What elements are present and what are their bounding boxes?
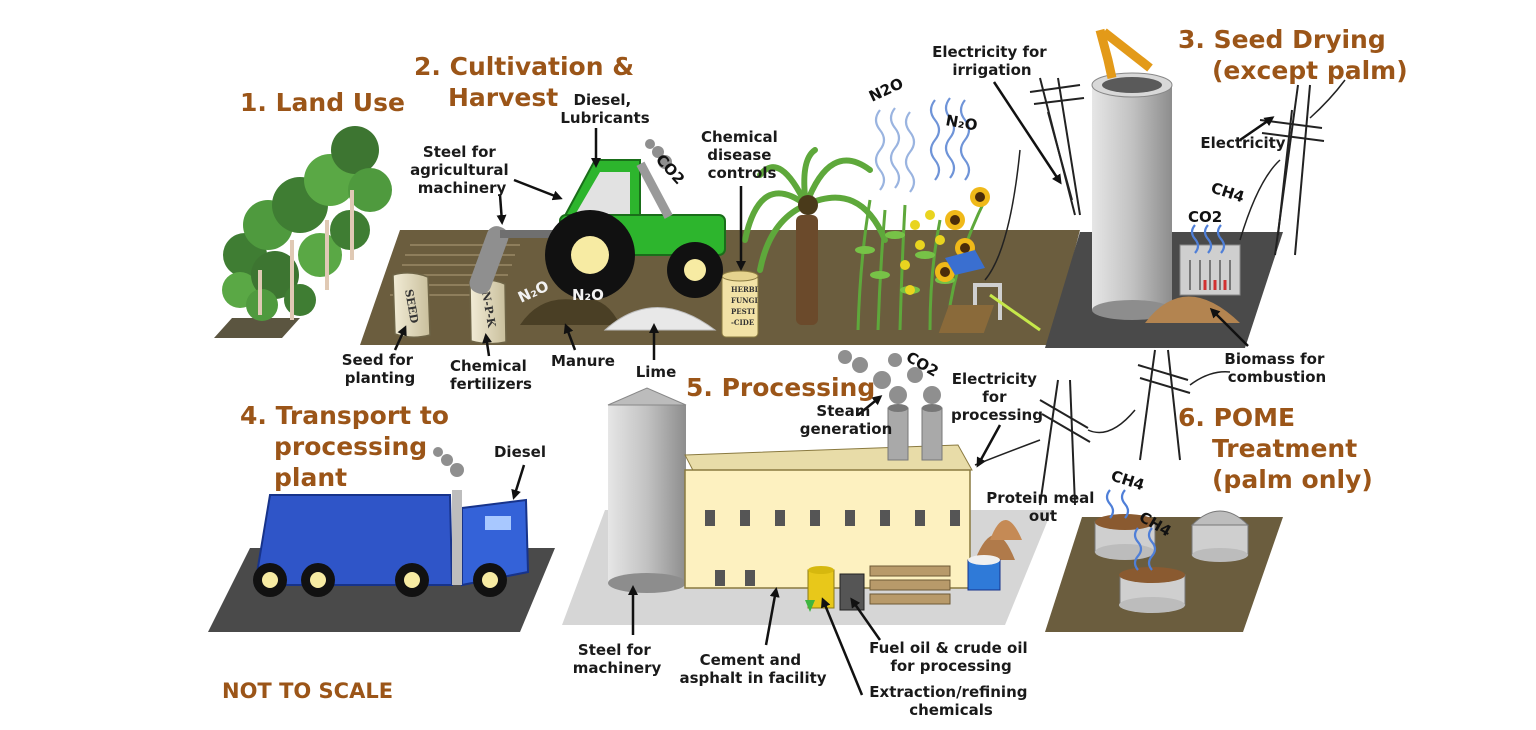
protein-meal-piles [975,520,1022,560]
label-biomass: Biomass for combustion [1224,350,1329,386]
title-pome: 6. POME Treatment (palm only) [1178,403,1373,494]
pole-irrigation [1029,77,1085,216]
label-lime: Lime [636,363,677,381]
lime-pile [603,307,717,331]
dryer-tower [1091,28,1173,320]
svg-text:FUNGI: FUNGI [731,296,758,305]
emission-waves [874,97,1226,571]
sunflowers [935,187,990,282]
co2-drying: CO2 [1188,208,1222,226]
label-diesel-truck: Diesel [494,443,546,461]
label-cement: Cement and asphalt in facility [679,651,826,687]
n2o-tractor: N₂O [572,286,604,304]
pole-processing [1039,379,1091,506]
utility-poles [974,77,1346,506]
label-extraction: Extraction/refining chemicals [869,683,1032,719]
ch4-drying: CH4 [1209,179,1247,207]
n2o-field-2: N₂O [944,111,979,134]
label-electricity-irrigation: Electricity for irrigation [932,43,1052,79]
svg-text:HERBI: HERBI [731,285,758,294]
label-protein-meal: Protein meal out [986,489,1099,525]
n2o-field-1: N2O [866,74,906,105]
blue-drum [967,555,1001,591]
seed-bag: SEED [392,272,431,338]
tillage-roller [469,226,560,294]
truck [253,490,530,597]
title-processing: 5. Processing [686,373,875,402]
palm-tree [742,147,888,325]
label-chemical-disease: Chemical disease controls [701,128,783,182]
svg-text:N-P-K: N-P-K [479,290,498,329]
title-seed-drying: 3. Seed Drying (except palm) [1178,25,1408,85]
pallets [869,565,951,605]
smoke-plumes [433,139,941,477]
grate [938,305,994,333]
label-electricity-drying: Electricity [1200,134,1285,152]
label-manure: Manure [551,352,615,370]
label-seed-planting: Seed for planting [342,351,419,387]
title-transport: 4. Transport to processing plant [240,401,458,492]
label-steel-machinery: Steel for machinery [573,641,662,677]
title-cultivation: 2. Cultivation & Harvest [414,52,643,112]
label-arrows [393,81,1275,696]
pole-drying [1259,84,1325,256]
label-steel-ag: Steel for agricultural machinery [410,143,514,197]
svg-text:-CIDE: -CIDE [731,318,754,327]
not-to-scale: NOT TO SCALE [222,679,393,703]
ch4-pome-1: CH4 [1109,467,1147,495]
label-fuel-oil: Fuel oil & crude oil for processing [869,639,1033,675]
herbicide-can: HERBI FUNGI PESTI -CIDE [721,270,759,338]
tractor [545,159,726,300]
label-chemical-fertilizers: Chemical fertilizers [450,357,532,393]
svg-text:SEED: SEED [402,288,421,324]
storage-silo [607,387,687,593]
label-electricity-processing: Electricity for processing [951,370,1043,424]
label-steam: Steam generation [800,402,893,438]
title-land-use: 1. Land Use [240,88,405,117]
manure-pile [520,298,620,325]
forest [214,126,392,338]
biomass-furnace [1179,244,1241,296]
label-diesel-lubricants: Diesel, Lubricants [560,91,649,127]
pole-center [1137,349,1191,461]
svg-text:PESTI: PESTI [731,307,755,316]
